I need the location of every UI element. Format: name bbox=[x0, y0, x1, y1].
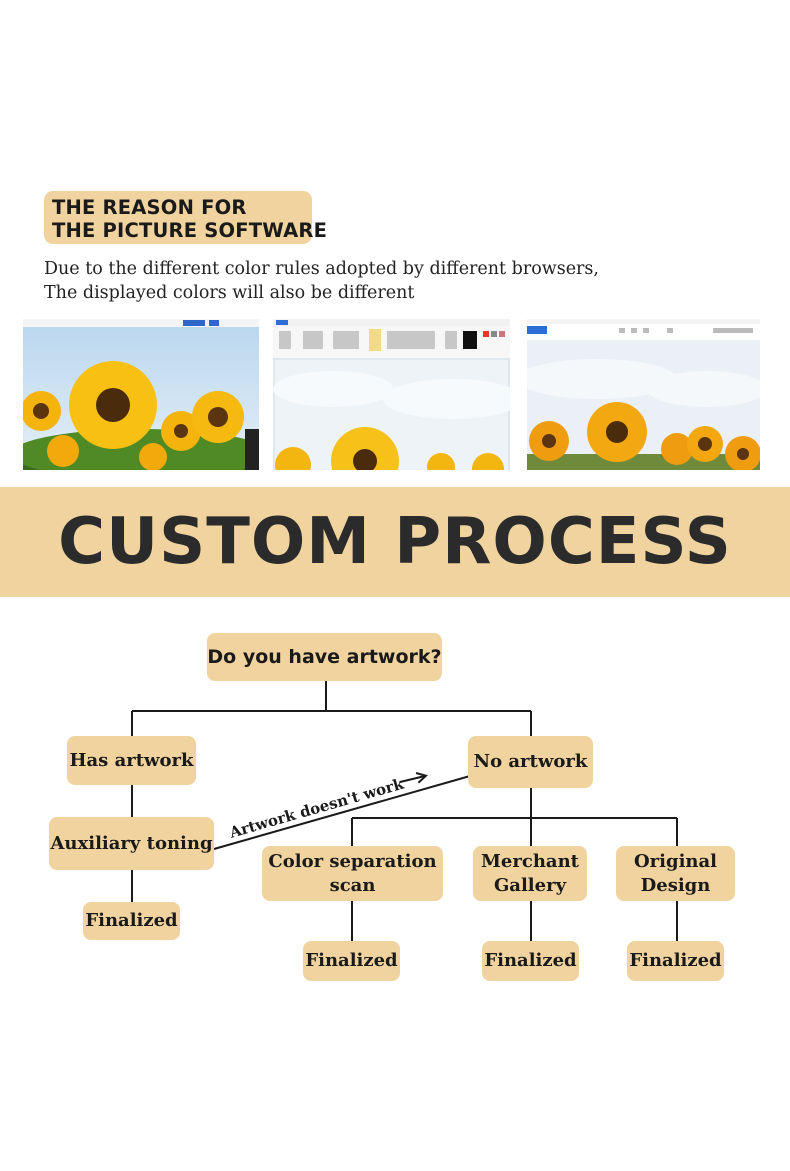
screenshot-paint bbox=[273, 319, 510, 470]
node-finalized: Finalized bbox=[482, 941, 579, 981]
sunflower-icon bbox=[275, 427, 504, 470]
screenshot-photo-viewer bbox=[23, 319, 259, 470]
reason-badge-line1: THE REASON FOR bbox=[52, 196, 247, 219]
node-finalized: Finalized bbox=[627, 941, 724, 981]
description-line2: The displayed colors will also be differ… bbox=[44, 283, 415, 303]
node-question: Do you have artwork? bbox=[207, 633, 442, 681]
banner-title: CUSTOM PROCESS bbox=[58, 505, 732, 579]
node-color-separation-line1: Color separation bbox=[268, 850, 437, 872]
node-color-separation-line2: scan bbox=[329, 874, 376, 896]
screenshot-photos bbox=[527, 319, 760, 470]
node-auxiliary-toning: Auxiliary toning bbox=[49, 817, 214, 870]
titlebar bbox=[23, 319, 259, 327]
description: Due to the different color rules adopted… bbox=[44, 257, 599, 305]
node-color-separation: Color separation scan bbox=[262, 846, 443, 901]
sunflower-icon bbox=[23, 361, 244, 470]
node-finalized: Finalized bbox=[83, 902, 180, 940]
description-line1: Due to the different color rules adopted… bbox=[44, 259, 599, 279]
reason-badge-line2: THE PICTURE SOFTWARE bbox=[52, 219, 328, 242]
reason-badge: THE REASON FOR THE PICTURE SOFTWARE bbox=[44, 191, 328, 244]
node-original-design-line2: Design bbox=[640, 874, 711, 896]
node-merchant-gallery: Merchant Gallery bbox=[473, 846, 587, 901]
node-merchant-gallery-line2: Gallery bbox=[493, 874, 567, 896]
node-original-design: Original Design bbox=[616, 846, 735, 901]
arrow-label: Artwork doesn't work bbox=[227, 775, 407, 842]
node-merchant-gallery-line1: Merchant bbox=[481, 850, 579, 872]
node-original-design-line1: Original bbox=[633, 850, 717, 872]
flow-connectors: Artwork doesn't work bbox=[131, 681, 678, 941]
custom-process-banner: CUSTOM PROCESS bbox=[0, 487, 790, 597]
node-no-artwork: No artwork bbox=[468, 736, 593, 788]
sunflower-icon bbox=[529, 402, 760, 470]
node-finalized: Finalized bbox=[303, 941, 400, 981]
node-has-artwork: Has artwork bbox=[67, 736, 196, 785]
